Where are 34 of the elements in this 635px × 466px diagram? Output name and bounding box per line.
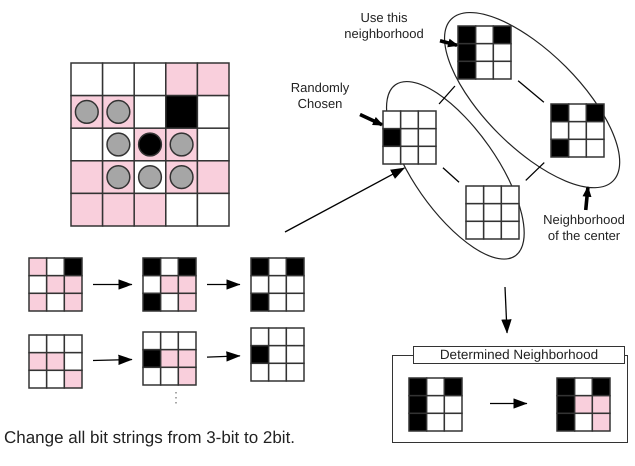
arrow xyxy=(207,279,241,290)
connector-line xyxy=(525,162,545,181)
arrow xyxy=(501,286,512,334)
bit-grid xyxy=(28,334,83,389)
group-ellipse xyxy=(444,12,620,188)
bit-grid xyxy=(464,184,520,240)
bit-grid xyxy=(556,377,611,432)
bit-grid xyxy=(382,110,437,165)
arrow xyxy=(284,167,406,233)
callout-label: Randomly Chosen xyxy=(280,76,360,116)
arrow xyxy=(206,351,241,362)
bit-grid xyxy=(142,331,197,386)
ellipsis-dots: ⋮ xyxy=(168,392,184,402)
bit-grid xyxy=(250,257,305,312)
callout-label: Use this neighborhood xyxy=(328,6,440,46)
caption-text: Change all bit strings from 3-bit to 2bit. xyxy=(4,428,296,448)
bit-grid xyxy=(550,102,605,158)
panel-heading: Determined Neighborhood xyxy=(413,346,625,364)
connector-line xyxy=(438,86,456,104)
arrow xyxy=(582,186,592,210)
arrow xyxy=(93,279,133,290)
cell-grid-drawing xyxy=(70,62,230,227)
arrow xyxy=(92,354,133,366)
bit-grid xyxy=(250,327,305,382)
bit-grid xyxy=(28,257,83,312)
bit-grid xyxy=(408,377,463,432)
callout-label: Neighborhood of the center xyxy=(536,210,632,246)
arrow xyxy=(440,38,459,48)
arrow xyxy=(359,112,384,126)
bit-grid xyxy=(142,257,197,312)
connector-line xyxy=(518,80,544,103)
arrow xyxy=(490,398,528,409)
bit-grid xyxy=(456,24,512,80)
connector-line xyxy=(442,167,460,183)
